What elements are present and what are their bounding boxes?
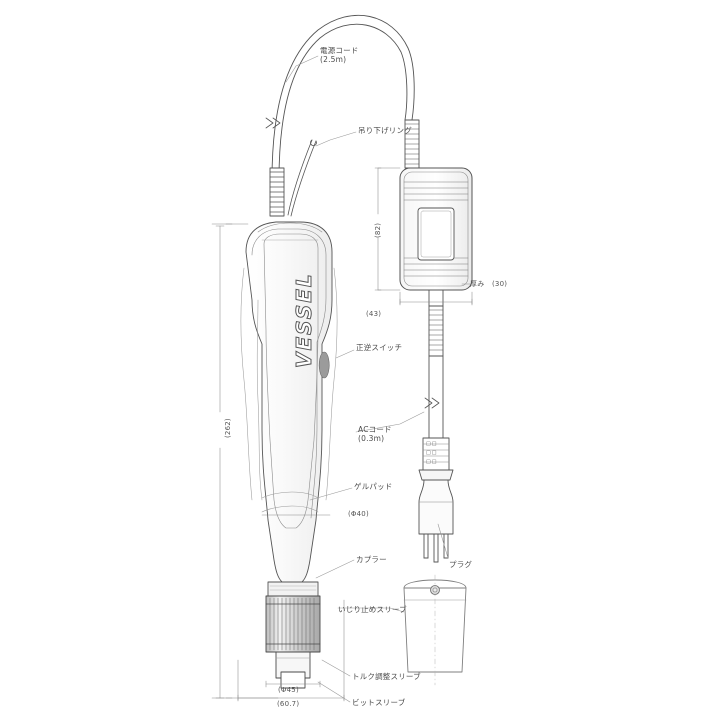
callout-fwd-rev-switch-label: 正逆スイッチ bbox=[356, 343, 403, 352]
callout-hanging-ring-label: 吊り下げリング bbox=[358, 126, 412, 135]
callout-power-cord-sub: (2.5m) bbox=[320, 55, 347, 65]
callout-fwd-rev-switch: 正逆スイッチ bbox=[356, 343, 402, 352]
ac-cord-break-mark bbox=[424, 397, 440, 409]
dimension-overall-length: (262) bbox=[224, 418, 232, 438]
dimension-thickness-label: 厚み bbox=[470, 280, 485, 288]
dimension-body-diameter: (Φ40) bbox=[348, 510, 369, 518]
hanging-ring bbox=[287, 139, 317, 217]
dimension-controller-width: (43) bbox=[366, 310, 382, 318]
callout-power-cord: 電源コード (2.5m) bbox=[320, 46, 359, 65]
callout-coupler-label: カプラー bbox=[356, 555, 387, 564]
callout-torque-sleeve-label: トルク調整スリーブ bbox=[352, 672, 421, 681]
callout-bit-sleeve-label: ビットスリーブ bbox=[352, 698, 406, 707]
plug-detail bbox=[418, 437, 454, 563]
cord-break-mark-upper bbox=[265, 117, 281, 129]
dimension-lines bbox=[211, 167, 473, 702]
dimension-thickness-value: (30) bbox=[492, 280, 508, 288]
controller-inlet-spring bbox=[404, 119, 420, 169]
coupler-detail bbox=[267, 581, 319, 597]
dimension-overall-width: (60.7) bbox=[277, 700, 300, 708]
torque-adjustment-sleeve bbox=[265, 595, 321, 653]
callout-coupler: カプラー bbox=[356, 555, 387, 564]
power-cord-path bbox=[271, 14, 415, 181]
callout-gel-pad: ゲルパッド bbox=[354, 482, 393, 491]
cord-strain-relief-upper bbox=[269, 167, 285, 217]
callout-gel-pad-label: ゲルパッド bbox=[354, 482, 393, 491]
callout-tamper-sleeve-label: いじり止めスリーブ bbox=[338, 605, 407, 614]
plug-marking-2: □□ bbox=[426, 450, 438, 456]
plug-marking-1: □□ bbox=[426, 441, 438, 447]
dimension-controller-height: (82) bbox=[374, 222, 382, 238]
bit-sleeve-detail bbox=[275, 651, 311, 689]
gel-pad-detail bbox=[261, 491, 319, 513]
callout-torque-sleeve: トルク調整スリーブ bbox=[352, 672, 421, 681]
callout-ac-cord-label: ACコード bbox=[358, 425, 392, 434]
dimension-sleeve-diameter: (Φ45) bbox=[278, 686, 299, 694]
screwdriver-body bbox=[240, 221, 338, 583]
callout-bit-sleeve: ビットスリーブ bbox=[352, 698, 405, 707]
brand-logo: VESSEL bbox=[292, 272, 317, 369]
callout-power-cord-label: 電源コード bbox=[320, 46, 359, 55]
callout-hanging-ring: 吊り下げリング bbox=[358, 126, 412, 135]
ac-cord-path bbox=[428, 289, 444, 439]
callout-ac-cord: ACコード (0.3m) bbox=[358, 425, 392, 444]
fwd-rev-switch-detail bbox=[318, 351, 330, 379]
callout-ac-cord-sub: (0.3m) bbox=[358, 434, 385, 444]
controller-box bbox=[399, 167, 473, 291]
plug-marking-3: □□ bbox=[426, 459, 438, 465]
ac-cord-spring bbox=[428, 305, 444, 357]
callout-plug-label: プラグ bbox=[449, 560, 473, 569]
tamper-proof-sleeve-part bbox=[403, 574, 467, 686]
callout-tamper-sleeve: いじり止めスリーブ bbox=[338, 605, 407, 614]
callout-plug: プラグ bbox=[449, 560, 472, 569]
callout-leaders bbox=[285, 55, 449, 703]
